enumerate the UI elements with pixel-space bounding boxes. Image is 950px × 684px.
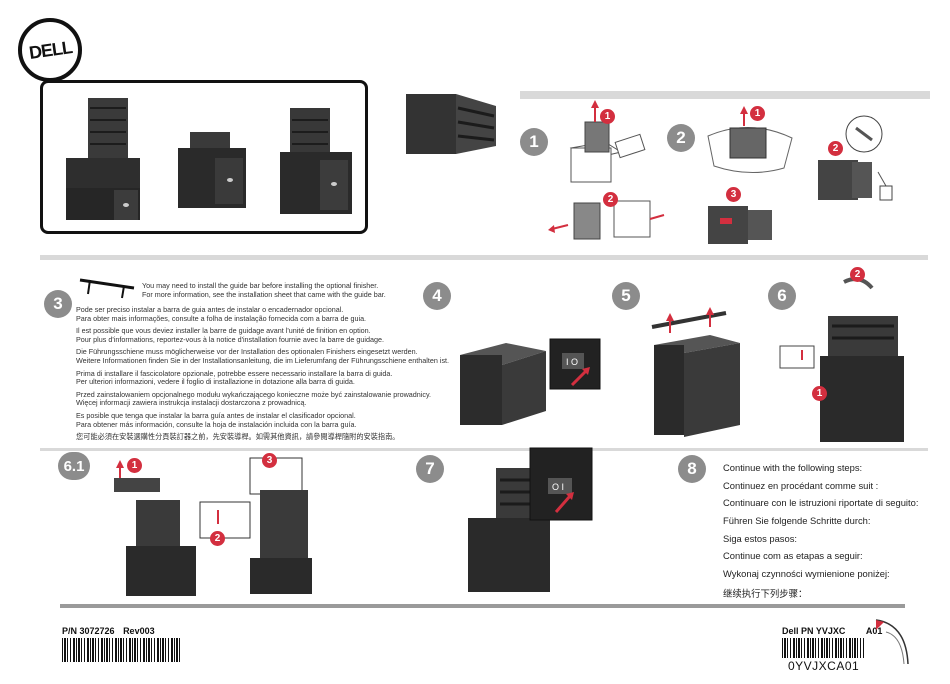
- step-1-unboxing-illustration: [569, 100, 646, 183]
- step-3-en-line-2: For more information, see the installati…: [142, 289, 386, 299]
- revision: Rev003: [123, 626, 155, 636]
- section-divider-top: [520, 91, 930, 99]
- step-3-es: Es posible que tenga que instalar la bar…: [76, 410, 357, 429]
- printer-mid-config: [280, 108, 352, 214]
- step-1-number: 1: [529, 132, 539, 151]
- step-2-remove-tape-illustration: [818, 115, 893, 201]
- step-3-number: 3: [53, 294, 63, 313]
- step-3-badge: 3: [44, 290, 72, 318]
- part-number: P/N 3072726: [62, 626, 115, 636]
- part-number-barcode: [62, 638, 180, 662]
- step-6-attach-finisher-illustration: [779, 277, 904, 442]
- recycle-arrow-icon: [875, 619, 909, 665]
- step-1-remove-tape-illustration: [548, 200, 665, 240]
- step-3-translations: Pode ser preciso instalar a barra de gui…: [76, 305, 450, 446]
- printer-small-config: [178, 132, 246, 208]
- step-6-1-number: 6.1: [63, 457, 85, 475]
- step-8-line-en: Continue with the following steps:: [723, 462, 863, 473]
- svg-text:O I: O I: [552, 482, 564, 492]
- logo-text: DELL: [27, 36, 73, 63]
- step-2-callout-1: 1: [750, 106, 765, 121]
- step-6-badge: 6: [768, 282, 796, 310]
- step-8-line-es: Siga estos pasos:: [723, 532, 798, 544]
- step-8-line-pl: Wykonaj czynności wymienione poniżej:: [723, 568, 890, 580]
- section-divider-low: [40, 448, 928, 451]
- step-8-line-fr: Continuez en procédant comme suit :: [723, 479, 879, 491]
- step-1-badge: 1: [520, 128, 548, 156]
- dell-part-number: Dell PN YVJXC: [782, 626, 846, 636]
- part-number-row: P/N 3072726 Rev003: [62, 626, 155, 636]
- step-2-callout-3: 3: [726, 187, 741, 202]
- step-8-line-it: Continuare con le istruzioni riportate d…: [723, 497, 919, 509]
- finisher-illustration: [406, 94, 496, 154]
- step-6-callout-2: 2: [850, 267, 865, 282]
- section-divider-mid: [40, 255, 928, 260]
- step-3-de: Die Führungsschiene muss möglicherweise …: [76, 347, 450, 365]
- step-3-fr: Il est possible que vous deviez installe…: [76, 326, 384, 344]
- step-3-zh: 您可能必須在安裝選購性分頁裝訂器之前，先安裝導桿。如需其他資訊，請參閱導桿隨附的…: [76, 432, 400, 442]
- version-code: A01: [865, 626, 883, 636]
- step-1-callout-1: 1: [600, 109, 615, 124]
- step-3-it: Prima di installare il fascicolatore opz…: [76, 368, 393, 387]
- step-4-power-off-illustration: I O: [460, 338, 601, 425]
- configuration-frame: [40, 80, 368, 234]
- step-8-instructions: Continue with the following steps: Conti…: [723, 462, 918, 604]
- step-6-1-badge: 6.1: [58, 452, 90, 480]
- svg-text:I O: I O: [566, 357, 578, 367]
- step-8-badge: 8: [678, 455, 706, 483]
- step-3-pl: Przed zainstalowaniem opcjonalnego moduł…: [76, 389, 432, 408]
- step-2-finisher-illustration: [708, 206, 772, 244]
- step-2-badge: 2: [667, 124, 695, 152]
- step-8-number: 8: [687, 459, 697, 478]
- step-4-badge: 4: [423, 282, 451, 310]
- dell-logo: DELL: [18, 18, 82, 82]
- step-2-remove-packing-illustration: [707, 106, 793, 174]
- step-2-callout-2: 2: [828, 141, 843, 156]
- dell-pn-barcode: [782, 638, 864, 658]
- dell-pn-row: Dell PN YVJXC A01: [782, 626, 882, 636]
- step-5-number: 5: [621, 286, 631, 305]
- footer-divider: [60, 604, 905, 608]
- step-7-power-on-illustration: O I: [468, 447, 593, 592]
- printer-tall-config: [66, 98, 140, 220]
- step-6-1-callout-1: 1: [127, 458, 142, 473]
- step-6-1-callout-3: 3: [262, 453, 277, 468]
- step-8-line-de: Führen Sie folgende Schritte durch:: [723, 515, 871, 527]
- step-6-callout-1: 1: [812, 386, 827, 401]
- printer-config-illustrations: [66, 98, 352, 220]
- guide-bar-illustration: [79, 278, 135, 299]
- step-6-number: 6: [777, 286, 787, 305]
- step-5-badge: 5: [612, 282, 640, 310]
- step-7-number: 7: [425, 459, 435, 478]
- step-1-callout-2: 2: [603, 192, 618, 207]
- step-3-en-line-1: You may need to install the guide bar be…: [142, 281, 379, 290]
- step-7-badge: 7: [416, 455, 444, 483]
- step-3-pt: Pode ser preciso instalar a barra de gui…: [76, 305, 367, 323]
- step-5-remove-cover-illustration: [651, 307, 740, 437]
- step-3-en-text: You may need to install the guide bar be…: [142, 281, 386, 299]
- step-6-1-illustration: [114, 457, 312, 596]
- step-6-1-callout-2: 2: [210, 531, 225, 546]
- step-8-line-pt: Continue com as etapas a seguir:: [723, 550, 863, 562]
- step-4-number: 4: [432, 286, 442, 305]
- barcode-text: 0YVJXCA01: [788, 659, 860, 673]
- step-8-line-zh: 继续执行下列步骤：: [723, 587, 808, 599]
- step-2-number: 2: [676, 128, 686, 147]
